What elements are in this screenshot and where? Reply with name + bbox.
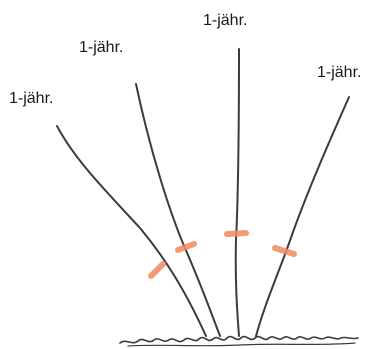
ground-line (119, 335, 359, 344)
cane-label-4: 1-jähr. (317, 64, 362, 81)
cane-2 (135, 83, 221, 337)
cut-mark-2 (175, 241, 197, 253)
ground-line-under (127, 342, 356, 347)
cut-mark-1 (148, 261, 166, 279)
cane-3 (234, 48, 240, 337)
cane-label-2: 1-jähr. (79, 39, 124, 56)
cane-label-1: 1-jähr. (9, 90, 54, 107)
cut-mark-3 (224, 230, 249, 237)
cut-mark-4 (272, 245, 297, 257)
cane-label-3: 1-jähr. (203, 12, 248, 29)
cut-marks-group (148, 230, 297, 279)
cane-1 (56, 125, 207, 337)
cane-4 (255, 96, 350, 337)
canes-group (56, 48, 350, 337)
